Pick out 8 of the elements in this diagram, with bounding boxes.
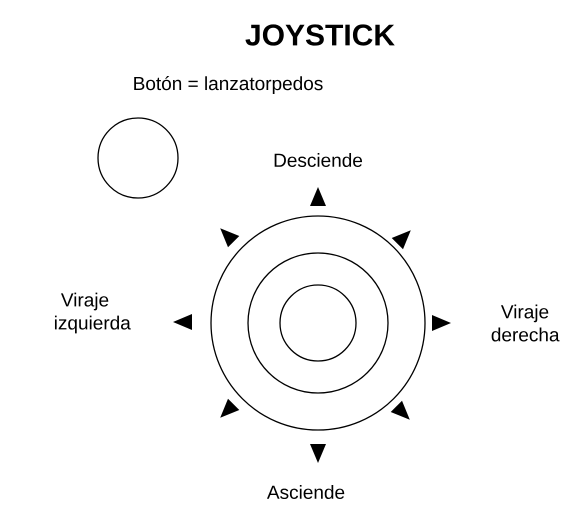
label: Viraje derecha <box>492 304 560 342</box>
label: Botón = lanzatorpedos <box>134 76 323 94</box>
button-circle <box>97 117 179 199</box>
label: Desciende <box>274 153 362 167</box>
label: Viraje izquierda <box>54 292 131 334</box>
label: Asciende <box>266 485 344 499</box>
title: JOYSTICK <box>245 24 395 46</box>
joystick-drawing <box>210 215 426 431</box>
